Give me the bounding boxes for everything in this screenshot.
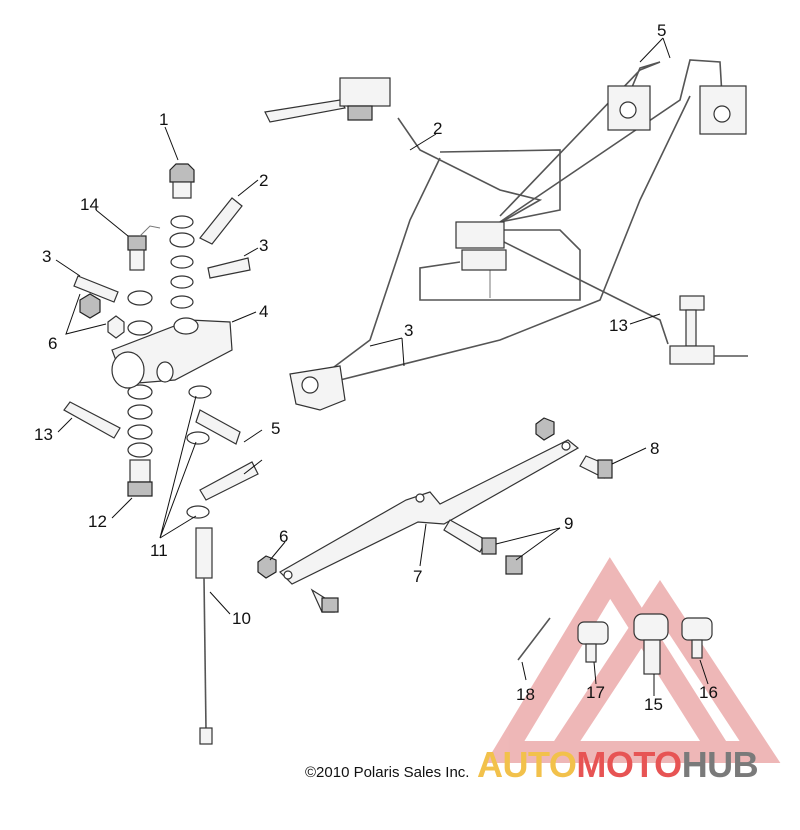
callout-2: 2: [433, 119, 442, 138]
watermark-part-moto: MOTO: [576, 744, 682, 785]
callout-12: 12: [88, 512, 107, 531]
clamp-15: [633, 613, 669, 675]
cable-tie-18: [517, 617, 551, 661]
hose-fitting-2: [199, 197, 243, 245]
proportioning-valve: [455, 221, 507, 271]
bolt-12: [127, 459, 153, 497]
callout-3: 3: [42, 247, 51, 266]
watermark-part-hub: HUB: [681, 744, 759, 785]
callout-5: 5: [657, 21, 666, 40]
bolt-8: [579, 455, 613, 479]
callout-18: 18: [516, 685, 535, 704]
callout-6: 6: [279, 527, 288, 546]
hose-fitting-13: [63, 401, 121, 439]
banjo-bolt-1: [169, 163, 195, 199]
watermark-logo-icon: [485, 557, 781, 763]
callout-8: 8: [650, 439, 659, 458]
callout-1: 1: [159, 110, 168, 129]
front-caliper-right: [699, 85, 747, 135]
callout-6: 6: [48, 334, 57, 353]
distribution-block-4: [111, 317, 233, 389]
foot-master-cylinder: [669, 295, 748, 365]
banjo-fitting-5: [195, 409, 259, 501]
callout-16: 16: [699, 683, 718, 702]
hose-fitting-3-left: [73, 275, 119, 303]
pressure-switch-14: [127, 225, 161, 271]
washers-stack: [127, 215, 212, 519]
callout-3: 3: [404, 321, 413, 340]
callout-9: 9: [564, 514, 573, 533]
nut-top-bracket: [535, 417, 555, 441]
callout-14: 14: [80, 195, 99, 214]
rear-caliper: [289, 365, 346, 411]
callout-5: 5: [271, 419, 280, 438]
front-caliper-left: [607, 85, 651, 131]
nut-6: [79, 293, 125, 339]
callout-17: 17: [586, 683, 605, 702]
leader-lines: [55, 37, 709, 696]
bolt-lower: [310, 588, 339, 613]
hand-lever-master-cylinder: [264, 77, 391, 123]
callout-13: 13: [34, 425, 53, 444]
watermark-part-auto: AUTO: [477, 744, 577, 785]
callout-13: 13: [609, 316, 628, 335]
brake-lines: [329, 59, 723, 381]
callout-10: 10: [232, 609, 251, 628]
nut-6-lower: [257, 555, 277, 579]
callout-3: 3: [259, 236, 268, 255]
callout-11: 11: [150, 541, 168, 560]
callout-2: 2: [259, 171, 268, 190]
clamp-16: [681, 617, 713, 659]
callout-4: 4: [259, 302, 268, 321]
bolts-9: [443, 519, 523, 575]
watermark-text: AUTOMOTOHUB: [477, 744, 759, 786]
hose-fitting-3-right: [207, 257, 251, 279]
brake-cable-10: [195, 527, 213, 745]
callout-7: 7: [413, 567, 422, 586]
clamp-17: [577, 621, 609, 663]
mounting-bracket-7: [279, 439, 580, 585]
callout-15: 15: [644, 695, 663, 714]
copyright-notice: ©2010 Polaris Sales Inc.: [305, 764, 470, 781]
